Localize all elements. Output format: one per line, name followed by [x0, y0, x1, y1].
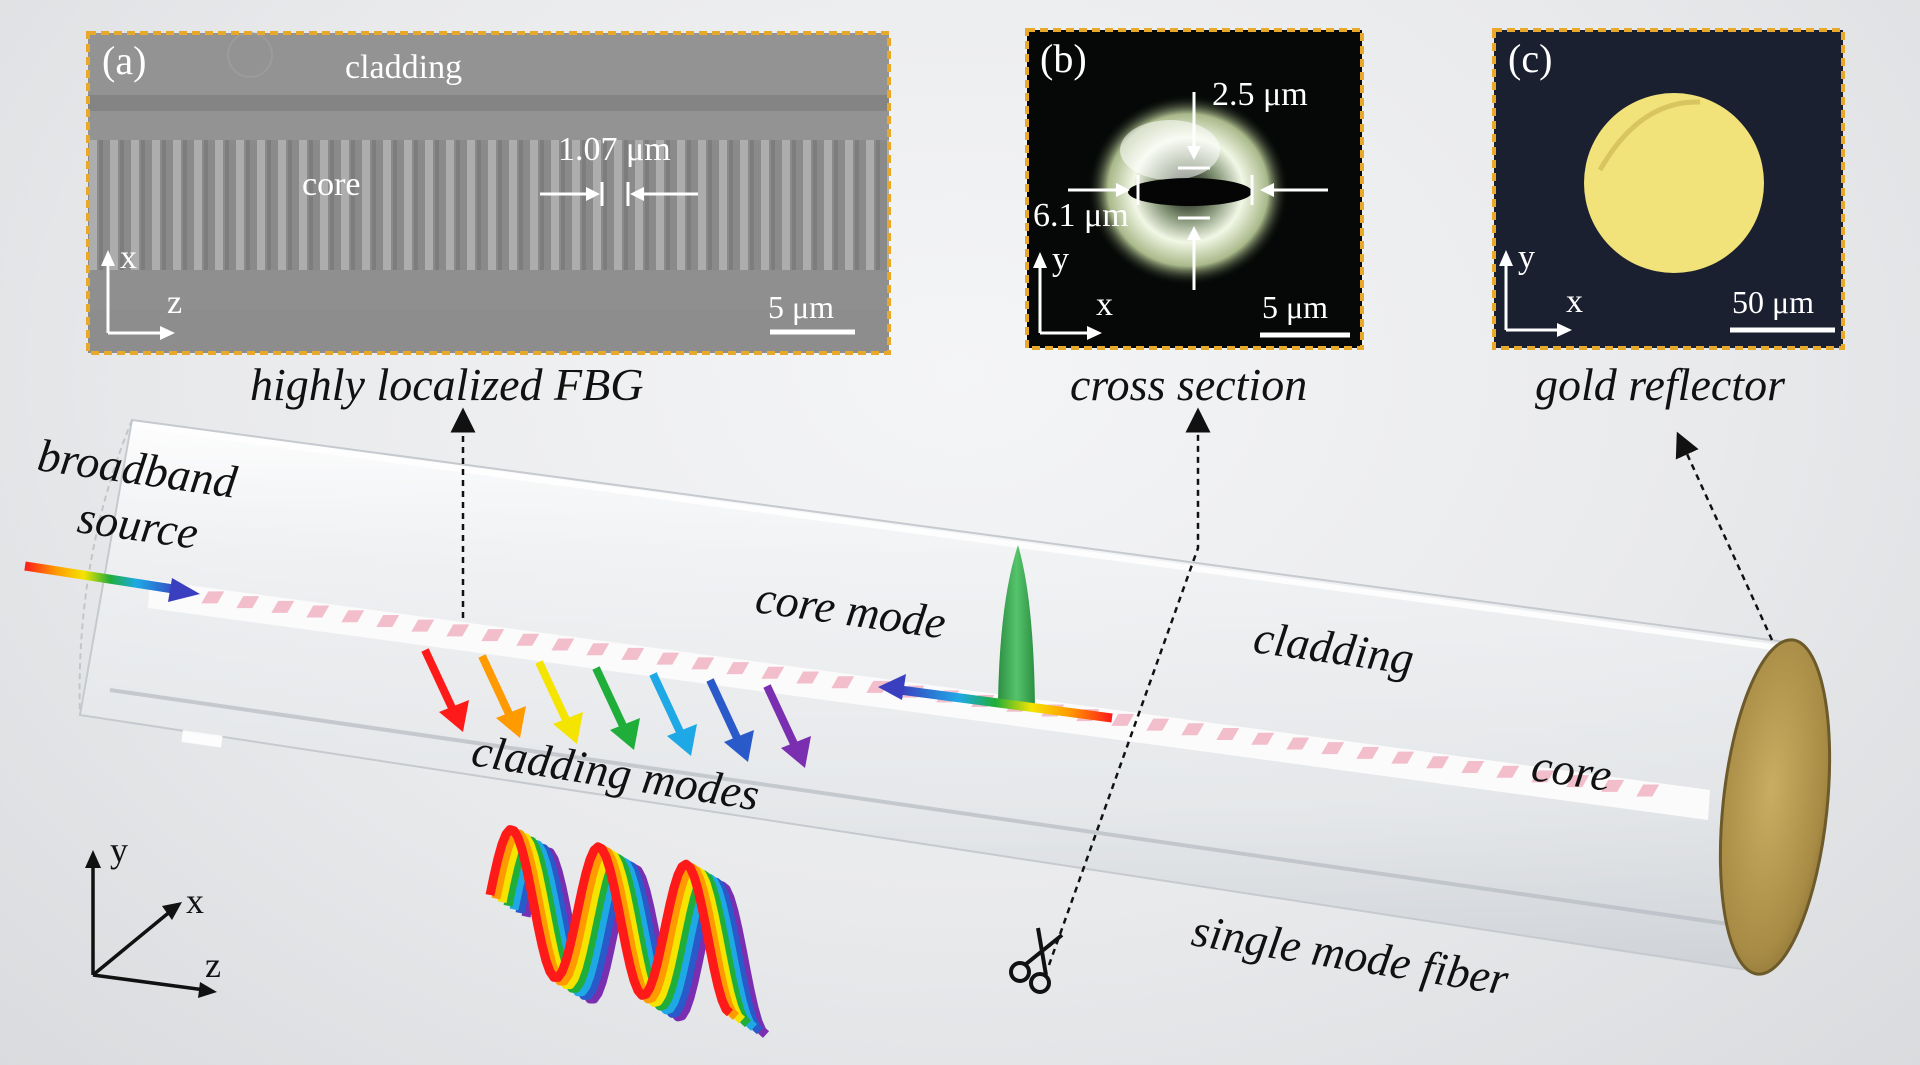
grating-mark [621, 647, 645, 660]
rainbow-cladding-wave [485, 825, 770, 1038]
grating-mark [201, 591, 225, 604]
grating-mark [446, 624, 470, 637]
grating-mark [236, 596, 260, 609]
grating-mark [1181, 723, 1205, 736]
axes-3d-x: x [186, 881, 204, 921]
panel-a-axes-icon [101, 250, 175, 340]
grating-mark [1636, 784, 1660, 797]
grating-mark [1111, 713, 1135, 726]
panel-a-axis-x: x [120, 239, 137, 276]
grating-mark [341, 610, 365, 623]
panel-b-height-label: 2.5 μm [1212, 76, 1308, 113]
cladding-mode-arrow [763, 684, 811, 768]
cladding-mode-arrow [478, 654, 526, 738]
panel-a-caption: highly localized FBG [250, 359, 643, 410]
panel-c-gold-reflector: (c) y x 50 μm [1492, 28, 1845, 350]
cladding-mode-arrow [421, 648, 469, 732]
grating-mark [1601, 779, 1625, 792]
fiber-core [148, 580, 1710, 820]
grating-mark [691, 657, 715, 670]
grating-mark [1251, 732, 1275, 745]
grating-mark [1216, 728, 1240, 741]
grating-mark [1426, 756, 1450, 769]
panel-b-axis-x: x [1096, 286, 1113, 323]
panel-b-cross-section: (b) 2.5 μm 6.1 μm y x 5 μm [1025, 28, 1364, 350]
panel-c-letter: (c) [1508, 36, 1552, 81]
fiber-core-label: core [1529, 739, 1615, 801]
panel-b-scale-label: 5 μm [1262, 289, 1328, 325]
panel-b-width-label: 6.1 μm [1033, 197, 1129, 234]
cladding-mode-arrows [421, 648, 811, 768]
grating-mark [376, 614, 400, 627]
grating-mark [1496, 765, 1520, 778]
grating-mark [761, 666, 785, 679]
panel-b-axes-icon [1033, 252, 1102, 340]
core-mode-lobe [998, 545, 1035, 710]
panel-c-axis-x: x [1566, 283, 1583, 320]
panel-a-period-label: 1.07 μm [558, 131, 671, 168]
cladding-mode-arrow [535, 660, 583, 744]
grating-mark [656, 652, 680, 665]
axes-3d-y: y [110, 830, 128, 870]
broadband-source-arrow [24, 561, 200, 602]
panel-a-core-label: core [302, 166, 361, 203]
panel-b-axis-y: y [1052, 241, 1069, 278]
grating-mark [1461, 760, 1485, 773]
cladding-mode-arrow [592, 666, 640, 750]
axes-3d-z: z [205, 945, 221, 985]
panel-b-caption: cross section [1070, 359, 1307, 410]
grating-mark [1566, 775, 1590, 788]
grating-mark [1391, 751, 1415, 764]
rainbow-wave-band [485, 825, 734, 1017]
grating-mark [411, 619, 435, 632]
grating-mark [586, 643, 610, 656]
panel-a-fbg-micrograph: (a) cladding core 1.07 μm x z 5 μm [86, 31, 891, 355]
grating-mark [481, 629, 505, 642]
reflected-core-mode-arrow [878, 674, 1113, 723]
panel-a-scale-label: 5 μm [768, 289, 834, 325]
period-dimension-arrows [540, 182, 698, 206]
panel-a-axis-z: z [167, 284, 182, 321]
panel-a-cladding-label: cladding [345, 49, 462, 86]
panel-a-letter: (a) [102, 38, 146, 83]
scissors-icon [1009, 927, 1064, 994]
panel-c-axis-y: y [1518, 239, 1535, 276]
grating-mark [726, 662, 750, 675]
cross-section-dimension-arrows [1068, 92, 1328, 290]
grating-mark [271, 600, 295, 613]
panel-b-letter: (b) [1040, 36, 1087, 81]
axes-3d-icon [85, 850, 217, 998]
grating-mark [1356, 746, 1380, 759]
grating-mark [1286, 737, 1310, 750]
grating-mark [1531, 770, 1555, 783]
panel-c-caption: gold reflector [1535, 359, 1786, 410]
grating-mark [551, 638, 575, 651]
cladding-mode-arrow [649, 672, 697, 756]
grating-mark [1146, 718, 1170, 731]
grating-mark [831, 676, 855, 689]
cladding-mode-arrow [706, 678, 754, 762]
gold-reflector-end [1718, 638, 1832, 976]
leader-lines [450, 407, 1774, 966]
grating-mark [796, 671, 820, 684]
panel-c-axes-icon [1499, 250, 1572, 337]
panel-c-scale-label: 50 μm [1732, 284, 1814, 320]
grating-mark [306, 605, 330, 618]
grating-mark [516, 633, 540, 646]
grating-mark [1321, 742, 1345, 755]
